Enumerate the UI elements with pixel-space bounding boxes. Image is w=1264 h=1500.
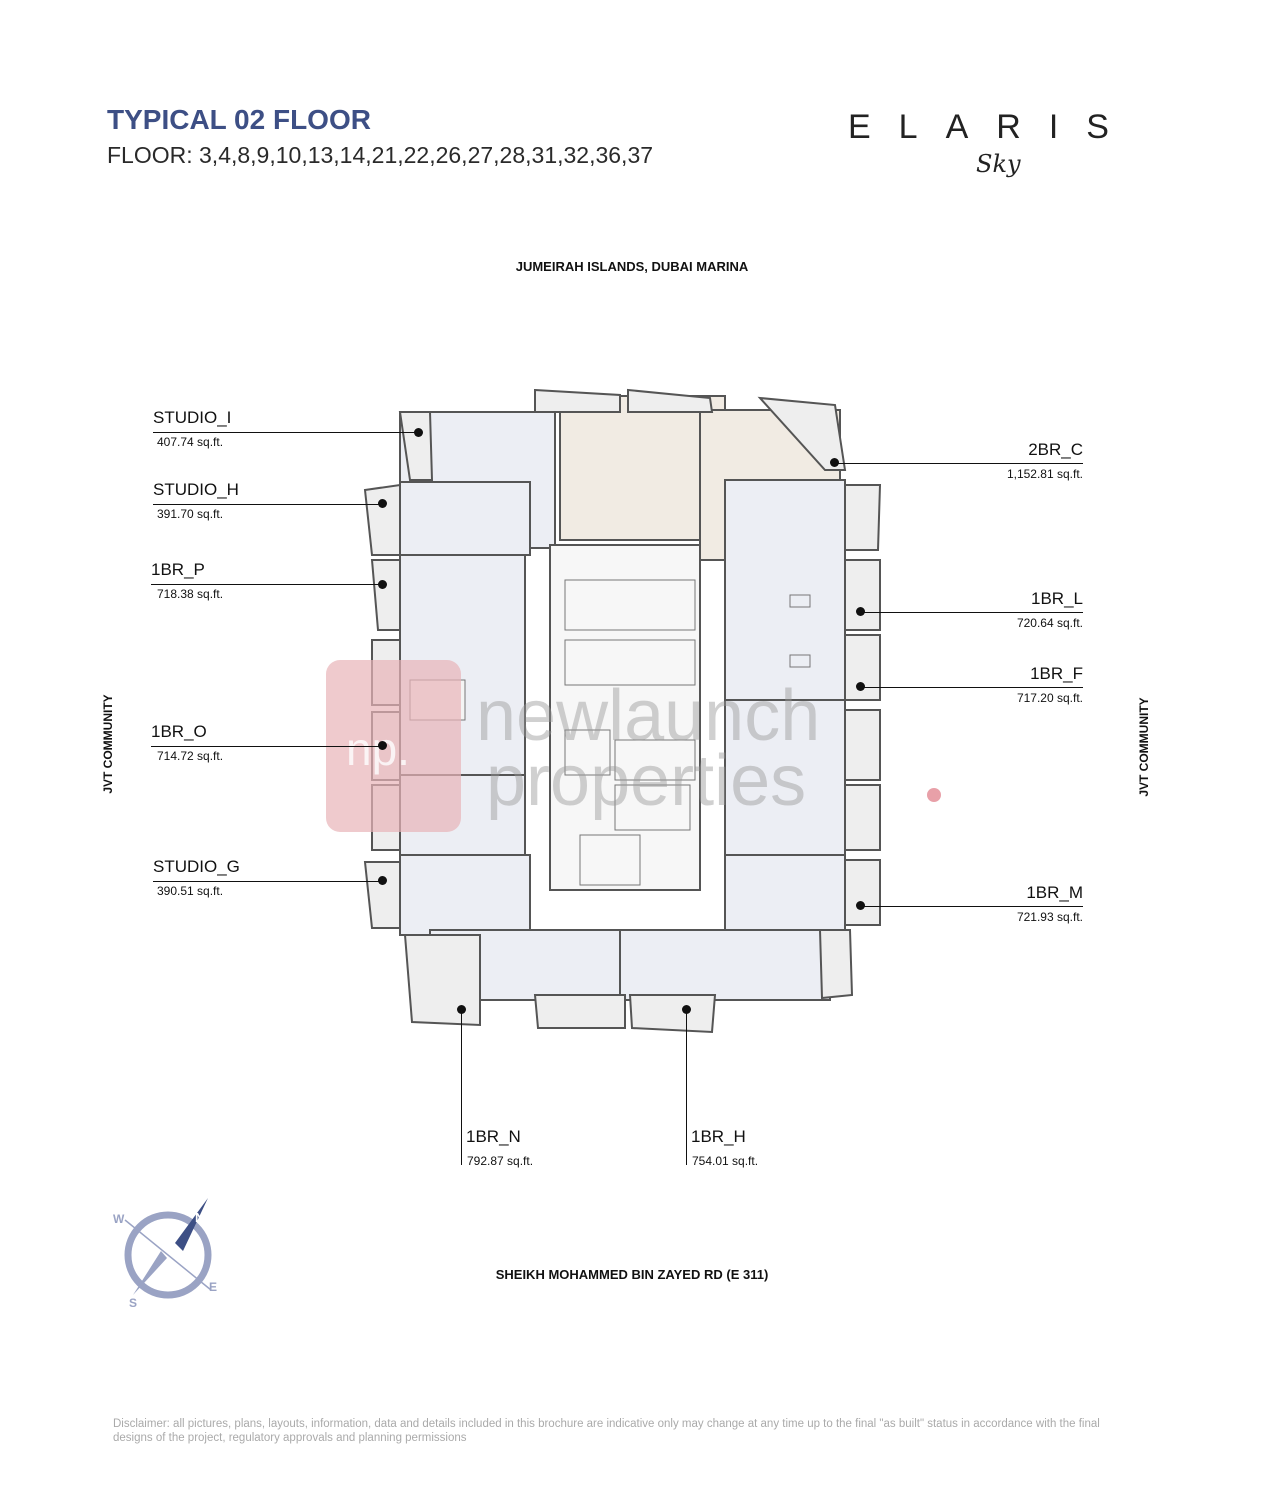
- unit-label-studio-g: STUDIO_G: [153, 857, 240, 876]
- unit-studio-g: [399, 854, 531, 936]
- unit-area-1br-p: 718.38 sq.ft.: [157, 587, 224, 601]
- north-road-label: JUMEIRAH ISLANDS, DUBAI MARINA: [515, 259, 749, 274]
- unit-label-studio-h: STUDIO_H: [153, 480, 239, 499]
- unit-label-1br-m: 1BR_M: [1026, 883, 1083, 902]
- unit-label-1br-l: 1BR_L: [1031, 589, 1083, 608]
- unit-label-1br-p: 1BR_P: [151, 560, 205, 579]
- unit-area-1br-h: 754.01 sq.ft.: [692, 1154, 759, 1168]
- unit-studio-h: [399, 481, 531, 556]
- core: [549, 544, 701, 891]
- unit-label-2br-c: 2BR_C: [1028, 440, 1083, 459]
- unit-area-1br-f: 717.20 sq.ft.: [1016, 691, 1083, 705]
- svg-text:properties: properties: [486, 741, 806, 821]
- unit-area-1br-m: 721.93 sq.ft.: [1016, 910, 1083, 924]
- unit-area-studio-h: 391.70 sq.ft.: [157, 507, 224, 521]
- unit-area-1br-n: 792.87 sq.ft.: [467, 1154, 534, 1168]
- unit-label-1br-f: 1BR_F: [1030, 664, 1083, 683]
- compass-n: N: [195, 1210, 204, 1225]
- unit-area-studio-g: 390.51 sq.ft.: [157, 884, 224, 898]
- elaris-logo: ELARIS: [848, 108, 1137, 146]
- unit-label-1br-o: 1BR_O: [151, 722, 207, 741]
- unit-area-1br-o: 714.72 sq.ft.: [157, 749, 224, 763]
- floor-list: FLOOR: 3,4,8,9,10,13,14,21,22,26,27,28,3…: [107, 142, 654, 168]
- south-road-label: SHEIKH MOHAMMED BIN ZAYED RD (E 311): [495, 1267, 769, 1282]
- unit-area-2br-c: 1,152.81 sq.ft.: [1006, 467, 1083, 481]
- compass-e: E: [209, 1280, 217, 1294]
- compass-w: W: [113, 1212, 125, 1226]
- compass-s: S: [129, 1296, 137, 1310]
- disclaimer: Disclaimer: all pictures, plans, layouts…: [113, 1418, 1100, 1444]
- unit-area-1br-l: 720.64 sq.ft.: [1016, 616, 1083, 630]
- unit-label-1br-n: 1BR_N: [466, 1127, 521, 1146]
- balcony: [363, 483, 401, 556]
- unit-1br-h: [619, 929, 831, 1001]
- compass-icon: N W E S: [113, 1198, 217, 1310]
- unit-label-1br-h: 1BR_H: [691, 1127, 746, 1146]
- logo-sky-script: Sky: [976, 150, 1021, 178]
- watermark: np. newlaunch properties: [326, 660, 941, 832]
- svg-text:np.: np.: [346, 723, 410, 775]
- page-title: TYPICAL 02 FLOOR: [107, 104, 371, 135]
- unit-label-studio-i: STUDIO_I: [153, 408, 232, 427]
- unit-1br-m: [724, 854, 846, 936]
- svg-text:newlaunch: newlaunch: [476, 676, 820, 756]
- unit-area-studio-i: 407.74 sq.ft.: [157, 435, 224, 449]
